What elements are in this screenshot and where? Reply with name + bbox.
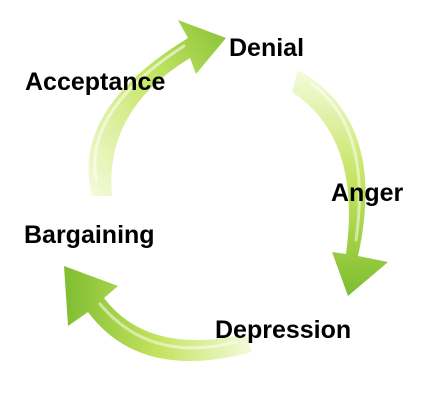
stage-label-denial: Denial xyxy=(229,34,304,62)
stage-label-anger: Anger xyxy=(331,179,404,207)
arrow-to-depression xyxy=(292,70,388,296)
arrow-to-denial xyxy=(88,20,227,196)
stage-label-acceptance: Acceptance xyxy=(25,68,165,96)
stage-label-depression: Depression xyxy=(215,316,351,344)
arrow-to-bargaining xyxy=(64,266,252,361)
stage-label-bargaining: Bargaining xyxy=(24,221,155,249)
